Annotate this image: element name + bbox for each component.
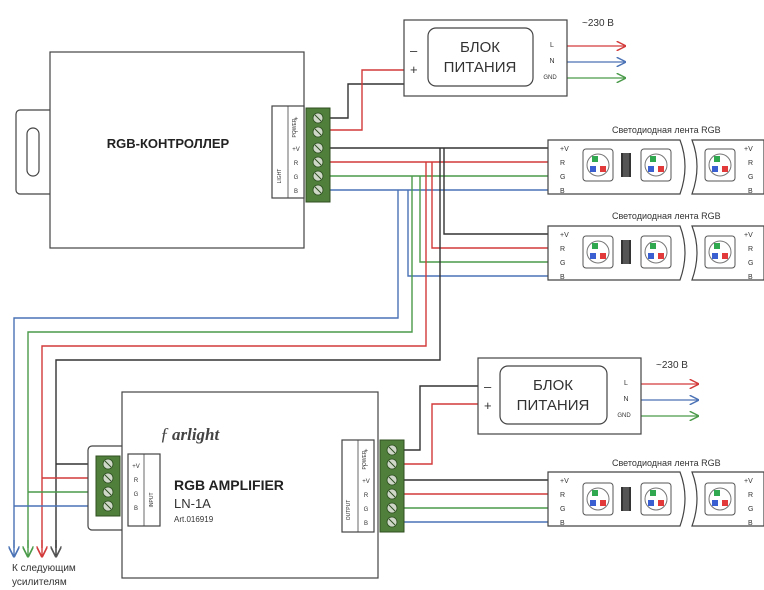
amp-out-pin-r: R: [364, 493, 369, 499]
strip-2-label: Светодиодная лента RGB: [612, 211, 721, 221]
strip-2-right-pin-v: +V: [744, 232, 753, 239]
controller-pin-b: B: [294, 189, 298, 195]
strip-3-pin-b: B: [560, 520, 565, 527]
power-supply-bottom: БЛОК ПИТАНИЯ – + L N GND ~230 В: [477, 357, 688, 435]
strip-3-right-pin-v: +V: [744, 478, 753, 485]
wires: [14, 46, 698, 556]
psu-bottom-out-l: L: [624, 380, 628, 387]
controller-light-label: LIGHT: [277, 169, 283, 184]
strip-3-right-pin-b: B: [748, 520, 753, 527]
amp-out-pin-g: G: [364, 507, 369, 513]
amp-in-pin-v: +V: [132, 464, 140, 470]
psu-top-out-gnd: GND: [543, 75, 557, 81]
amp-in-pin-b: B: [134, 506, 138, 512]
amplifier-power-label: POWER: [362, 450, 368, 469]
psu-top-plus: +: [410, 62, 418, 77]
brand-swirl-icon: ƒ: [160, 424, 169, 444]
strip-3-right-pin-r: R: [748, 492, 753, 499]
strip-2-pin-v: +V: [560, 232, 569, 239]
rgb-controller: RGB-КОНТРОЛЛЕР POWER LIGHT + – +V R G B: [15, 51, 331, 249]
controller-pin-plus: +: [294, 116, 298, 123]
led-strip-3: Светодиодная лента RGB +V R G B +V R G B: [547, 458, 764, 527]
strip-1-label: Светодиодная лента RGB: [612, 125, 721, 135]
strip-2-pin-r: R: [560, 246, 565, 253]
strip-1-right-pin-v: +V: [744, 146, 753, 153]
amplifier-title: RGB AMPLIFIER: [174, 477, 284, 493]
amp-pin-minus: –: [364, 462, 368, 469]
psu-top-title-2: ПИТАНИЯ: [444, 59, 517, 76]
strip-1-pin-r: R: [560, 160, 565, 167]
strip-3-label: Светодиодная лента RGB: [612, 458, 721, 468]
psu-bottom-plus: +: [484, 398, 492, 413]
psu-top-title-1: БЛОК: [460, 39, 500, 56]
strip-1-right-pin-b: B: [748, 188, 753, 195]
amplifier-output-label: OUTPUT: [346, 500, 352, 521]
amplifier-model: LN-1A: [174, 496, 211, 511]
strip-1-pin-v: +V: [560, 146, 569, 153]
psu-bottom-minus: –: [484, 379, 492, 394]
strip-1-pin-g: G: [560, 174, 565, 181]
power-supply-top: БЛОК ПИТАНИЯ – + L N GND ~230 В: [403, 18, 614, 97]
amp-in-pin-g: G: [134, 492, 139, 498]
psu-bottom-title-1: БЛОК: [533, 377, 573, 394]
psu-bottom-out-n: N: [623, 396, 628, 403]
amp-out-pin-v: +V: [362, 479, 370, 485]
psu-top-out-l: L: [550, 42, 554, 49]
amplifier-brand-logo: arlight: [172, 425, 221, 444]
strip-2-right-pin-r: R: [748, 246, 753, 253]
led-strip-2: Светодиодная лента RGB +V R G B +V R G B: [547, 211, 764, 281]
rgb-amplifier: arlight ƒ RGB AMPLIFIER LN-1A Art.016919…: [87, 391, 405, 579]
psu-top-voltage: ~230 В: [582, 18, 614, 29]
amplifier-input-label: INPUT: [149, 493, 155, 508]
psu-bottom-title-2: ПИТАНИЯ: [517, 397, 590, 414]
amplifier-art: Art.016919: [174, 515, 214, 524]
controller-pin-v: +V: [292, 147, 300, 153]
controller-power-label: POWER: [292, 118, 298, 137]
next-amplifiers-label-2: усилителям: [12, 577, 67, 588]
strip-3-right-pin-g: G: [748, 506, 753, 513]
controller-title: RGB-КОНТРОЛЛЕР: [107, 136, 230, 151]
strip-2-pin-b: B: [560, 274, 565, 281]
psu-top-out-n: N: [549, 58, 554, 65]
strip-1-pin-b: B: [560, 188, 565, 195]
amp-out-pin-b: B: [364, 521, 368, 527]
amp-in-pin-r: R: [134, 478, 139, 484]
strip-2-pin-g: G: [560, 260, 565, 267]
psu-bottom-out-gnd: GND: [617, 413, 631, 419]
strip-3-pin-g: G: [560, 506, 565, 513]
psu-top-minus: –: [410, 43, 418, 58]
strip-3-pin-r: R: [560, 492, 565, 499]
strip-1-right-pin-g: G: [748, 174, 753, 181]
strip-1-right-pin-r: R: [748, 160, 753, 167]
controller-pin-r: R: [294, 161, 299, 167]
led-strip-1: Светодиодная лента RGB +V R G B +V R G B: [547, 125, 764, 195]
next-amplifiers-label-1: К следующим: [12, 563, 76, 574]
strip-2-right-pin-b: B: [748, 274, 753, 281]
strip-3-pin-v: +V: [560, 478, 569, 485]
amp-pin-plus: +: [364, 448, 368, 455]
strip-2-right-pin-g: G: [748, 260, 753, 267]
psu-bottom-voltage: ~230 В: [656, 360, 688, 371]
controller-pin-g: G: [294, 175, 299, 181]
controller-pin-minus: –: [294, 128, 298, 135]
